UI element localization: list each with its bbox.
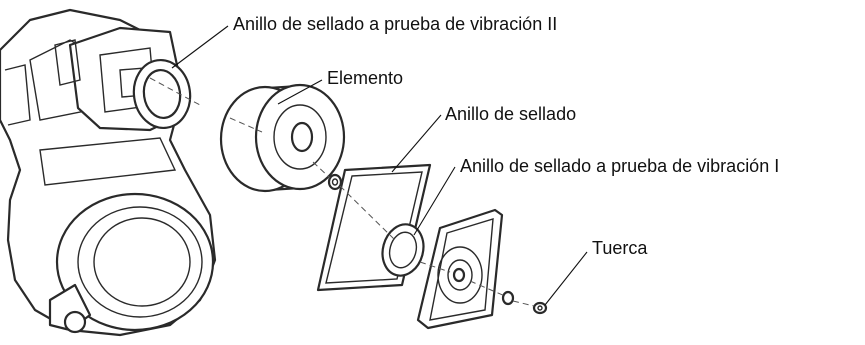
- label-seal-ring: Anillo de sellado: [445, 104, 577, 124]
- leader-seal-ring-1: [413, 166, 456, 236]
- cover-plate: [416, 208, 504, 330]
- seal-ring-2: [132, 59, 192, 129]
- washer-small: [327, 173, 343, 191]
- label-element: Elemento: [327, 68, 404, 88]
- leader-seal-ring: [391, 114, 442, 173]
- recoil-starter: [48, 192, 215, 334]
- nut: [532, 301, 548, 315]
- label-seal-ring-1: Anillo de sellado a prueba de vibración …: [460, 156, 780, 176]
- leader-element: [277, 79, 323, 105]
- washer-large: [501, 290, 515, 306]
- assembly-axis: [149, 77, 535, 307]
- leader-nut: [544, 251, 588, 306]
- label-seal-ring-2: Anillo de sellado a prueba de vibración …: [233, 14, 558, 34]
- label-nut: Tuerca: [592, 238, 648, 258]
- leader-seal-ring-2: [171, 25, 229, 69]
- filter-element: [219, 83, 346, 193]
